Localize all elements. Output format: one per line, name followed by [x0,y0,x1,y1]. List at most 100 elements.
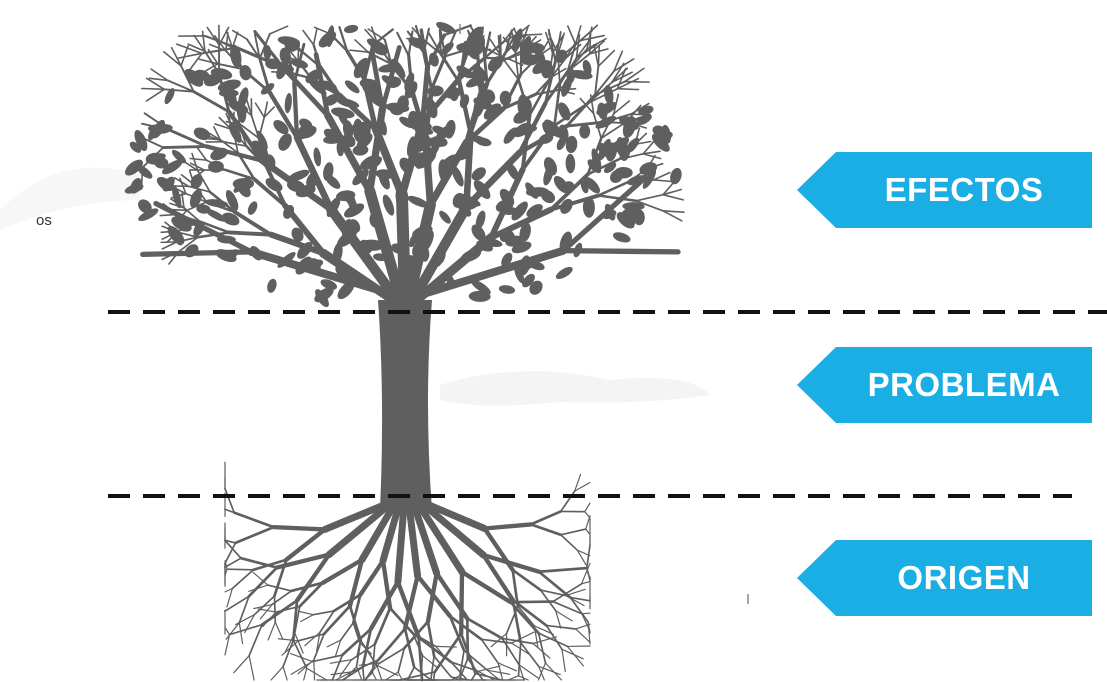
tree-branch [145,77,166,91]
tree-branch [611,62,625,84]
tree-root [341,627,373,657]
tree-leaf [320,279,338,290]
tree-branch [662,193,685,201]
tree-root [351,593,362,625]
tree-leaf [541,60,553,79]
tree-branch [207,135,225,143]
tree-root [537,570,572,599]
tree-root [335,671,353,681]
tree-trunk [378,300,432,510]
tree-leaf [587,159,602,174]
tree-leaf [468,290,491,302]
tree-roots [224,461,591,682]
tree-leaf [555,266,573,280]
tree-branch [500,55,520,81]
tree-branch [504,29,513,54]
tree-leaf [125,159,143,176]
tree-leaf [501,206,518,216]
tree-leaf [309,258,321,273]
tree-branch [318,65,342,98]
tree-branch [553,101,591,127]
tree-branch [588,40,606,55]
tree-root [313,633,325,661]
tree-root [322,604,352,636]
tree-root [361,627,373,669]
tree-leaf [308,78,327,96]
tree-root [384,671,399,681]
tree-leaf [352,169,369,186]
tree-root [432,671,436,681]
tree-branch [349,49,369,53]
tree-root [552,583,583,603]
tree-leaf [412,243,423,259]
tree-leaf [498,285,516,294]
tree-root [313,659,316,681]
tree-branch [589,94,595,115]
tree-leaf [610,169,624,183]
tree-leaf [670,167,682,185]
tree-leaf [595,115,617,129]
tree-root [481,552,516,603]
tree-leaf [428,52,439,67]
tree-leaf [342,134,356,148]
tree-leaf [278,133,292,151]
tree-branch [175,43,203,55]
tree-leaf [427,140,441,161]
tree-root [569,596,590,624]
tree-leaf [221,212,240,226]
tree-root [425,571,439,624]
tree-root [238,622,244,645]
tree-leaf [522,273,535,288]
tree-root [298,610,314,616]
tree-root [565,588,586,597]
faint-background-smudge [0,167,140,230]
tree-leaf [553,176,569,194]
tree-root [555,610,573,622]
tree-root [224,634,231,656]
tree-leaf [164,88,175,105]
tree-leaf [456,42,480,55]
tree-root [334,639,342,658]
tree-root [350,658,380,673]
tree-root [450,676,460,681]
tree-branch [206,26,220,46]
tree-leaf [247,201,258,215]
tree-root [239,556,279,569]
tree-root [350,643,376,661]
tree-leaf [369,211,381,228]
tree-root [474,672,503,681]
tree-root [277,638,299,642]
tree-root [580,580,591,585]
tree-root [358,662,381,666]
tree-leaf [306,172,319,189]
tree-root [224,508,236,514]
tree-branch [263,106,275,119]
tree-leaf [483,89,496,104]
tree-leaf [638,105,654,116]
tree-leaf [343,24,359,34]
tree-branch [579,97,595,115]
tree-root [585,515,591,530]
tree-root [585,528,591,536]
tree-leaf [501,252,513,267]
tree-root [253,595,276,616]
tree-root [477,665,501,672]
tree-root [228,623,263,636]
tree-branch [181,192,185,209]
tree-leaf [511,241,532,254]
tree-branch [565,93,597,128]
tree-branch [551,34,564,54]
tree-root [224,595,250,613]
tree-branch [514,33,528,54]
tree-root [319,610,335,634]
tree-root [511,568,520,608]
tree-root [284,527,328,562]
tree-leaf [427,85,444,97]
tree-branch [396,31,410,57]
tree-branch [662,188,683,196]
tree-leaf [337,229,357,248]
tree-leaf [558,102,571,121]
tree-leaf [353,57,370,79]
tree-branch [302,29,315,46]
tree-leaf [596,101,617,116]
